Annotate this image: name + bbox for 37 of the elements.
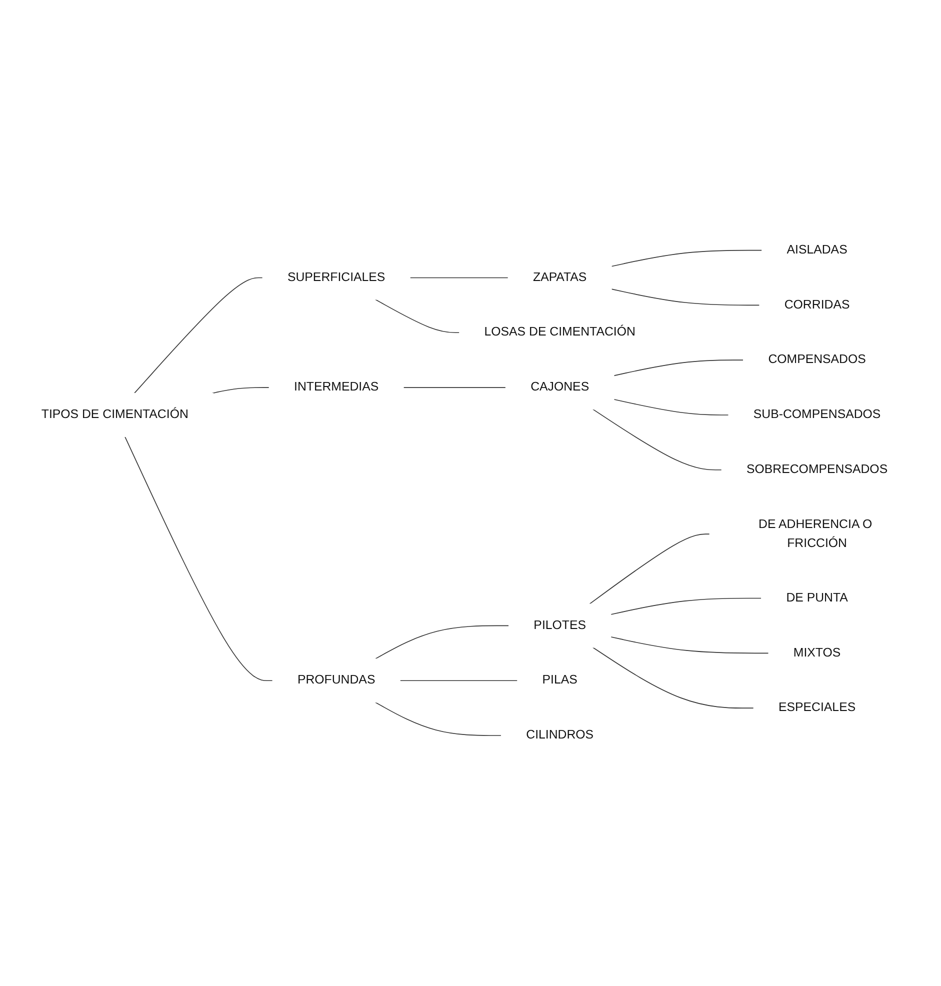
connector (613, 399, 730, 416)
node-text: DE PUNTA (786, 590, 848, 605)
connector (212, 387, 270, 394)
connector (592, 408, 722, 470)
connector (410, 277, 509, 278)
node-text: TIPOS DE CIMENTACIÓN (41, 407, 188, 422)
node-text: INTERMEDIAS (294, 380, 379, 394)
node-text: SUPERFICIALES (287, 270, 386, 284)
connector (592, 647, 754, 709)
node-text: CILINDROS (526, 728, 594, 742)
connector (374, 299, 460, 334)
node-text: SOBRECOMPENSADOS (746, 462, 888, 476)
node-text: PILAS (542, 673, 578, 688)
node-text: CAJONES (530, 380, 590, 394)
node-text: CORRIDAS (784, 298, 850, 312)
connector (613, 360, 744, 376)
node-text: COMPENSADOS (768, 352, 866, 367)
node-text: LOSAS DE CIMENTACIÓN (484, 325, 636, 340)
connector (611, 288, 760, 306)
node-text: MIXTOS (793, 646, 841, 660)
node-text: ESPECIALES (778, 700, 856, 715)
node-text: SUB-COMPENSADOS (753, 407, 881, 422)
node-text: PILOTES (534, 618, 586, 632)
node-text: DE ADHERENCIA O FRICCIÓN (758, 517, 872, 550)
connector (610, 636, 770, 654)
connector (374, 625, 510, 660)
node-text: PROFUNDAS (297, 673, 376, 688)
connector (374, 702, 502, 736)
connector (610, 598, 762, 616)
connector (124, 436, 274, 682)
node-text: AISLADAS (786, 242, 848, 257)
connector (400, 680, 518, 682)
connector (589, 534, 710, 605)
node-text: ZAPATAS (533, 270, 587, 284)
connector (403, 387, 506, 388)
connector (611, 250, 762, 267)
connector (134, 277, 264, 394)
